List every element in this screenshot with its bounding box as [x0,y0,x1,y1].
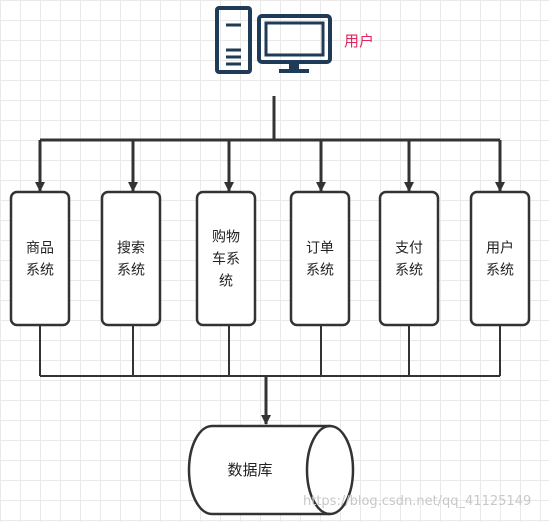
system-label-line: 系统 [395,263,423,279]
system-box [9,190,71,327]
arrows-to-systems [35,140,505,192]
system-label-line: 商品 [26,241,54,257]
system-label-line: 用户 [486,240,514,257]
system-label-line: 系统 [26,263,54,279]
system-label-line: 支付 [395,241,423,257]
system-box [100,190,162,327]
system-label-line: 订单 [306,241,334,257]
system-label-line: 购物 [212,230,240,246]
system-label-line: 车系 [212,251,240,268]
database-cylinder: 数据库 [187,424,355,516]
system-box [469,190,531,327]
system-box [289,190,351,327]
system-label-line: 系统 [117,263,145,279]
database-label: 数据库 [227,461,272,479]
system-box [378,190,440,327]
system-label-line: 系统 [306,263,334,279]
bottom-connectors [39,325,501,425]
watermark-text: https://blog.csdn.net/qq_41125149 [303,494,532,509]
top-connectors [40,96,500,142]
computer-tower-icon [215,6,252,74]
system-label-line: 统 [219,274,233,290]
system-label-line: 搜索 [117,240,145,257]
user-label: 用户 [344,32,374,50]
system-box [195,190,257,327]
monitor-icon [257,14,332,73]
system-label-line: 系统 [486,263,514,279]
